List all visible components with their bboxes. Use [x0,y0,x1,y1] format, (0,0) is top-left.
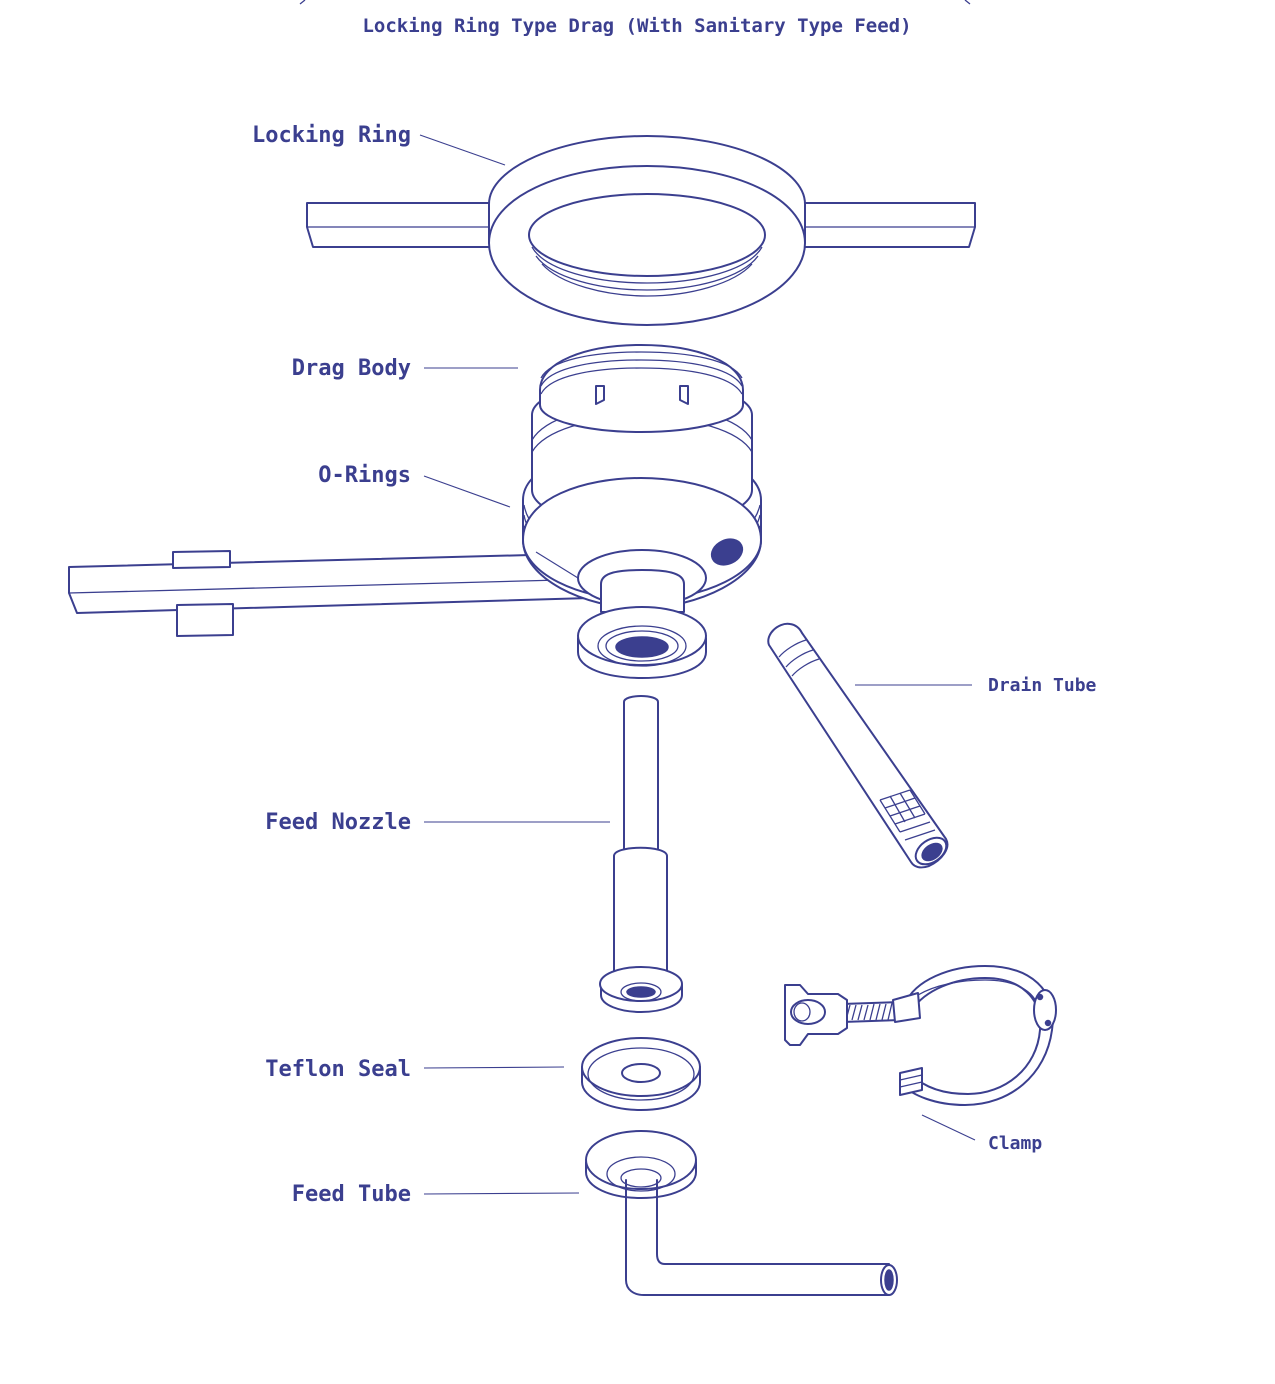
locking-ring-part [306,135,976,326]
drag-body-part [68,344,762,679]
cropped-top-line [299,0,971,5]
diagram-title: Locking Ring Type Drag (With Sanitary Ty… [362,15,911,37]
leader-locking-ring [419,134,506,166]
leader-o-rings [423,475,511,508]
label-locking-ring: Locking Ring [252,123,411,148]
drain-tube-part [767,622,949,869]
label-feed-nozzle: Feed Nozzle [265,810,411,835]
leader-teflon-seal [423,1066,565,1069]
label-teflon-seal: Teflon Seal [265,1057,411,1082]
label-clamp: Clamp [988,1133,1042,1154]
feed-tube-part [585,1130,898,1296]
leader-clamp [921,1114,976,1141]
label-feed-tube: Feed Tube [292,1182,411,1207]
feed-nozzle-part [599,695,683,1013]
label-drain-tube: Drain Tube [988,675,1097,696]
clamp-part [784,965,1057,1106]
teflon-seal-part [581,1037,701,1111]
leader-feed-tube [423,1192,580,1195]
leader-handle [535,551,579,579]
label-drag-body: Drag Body [292,356,411,381]
label-o-rings: O-Rings [318,463,411,488]
